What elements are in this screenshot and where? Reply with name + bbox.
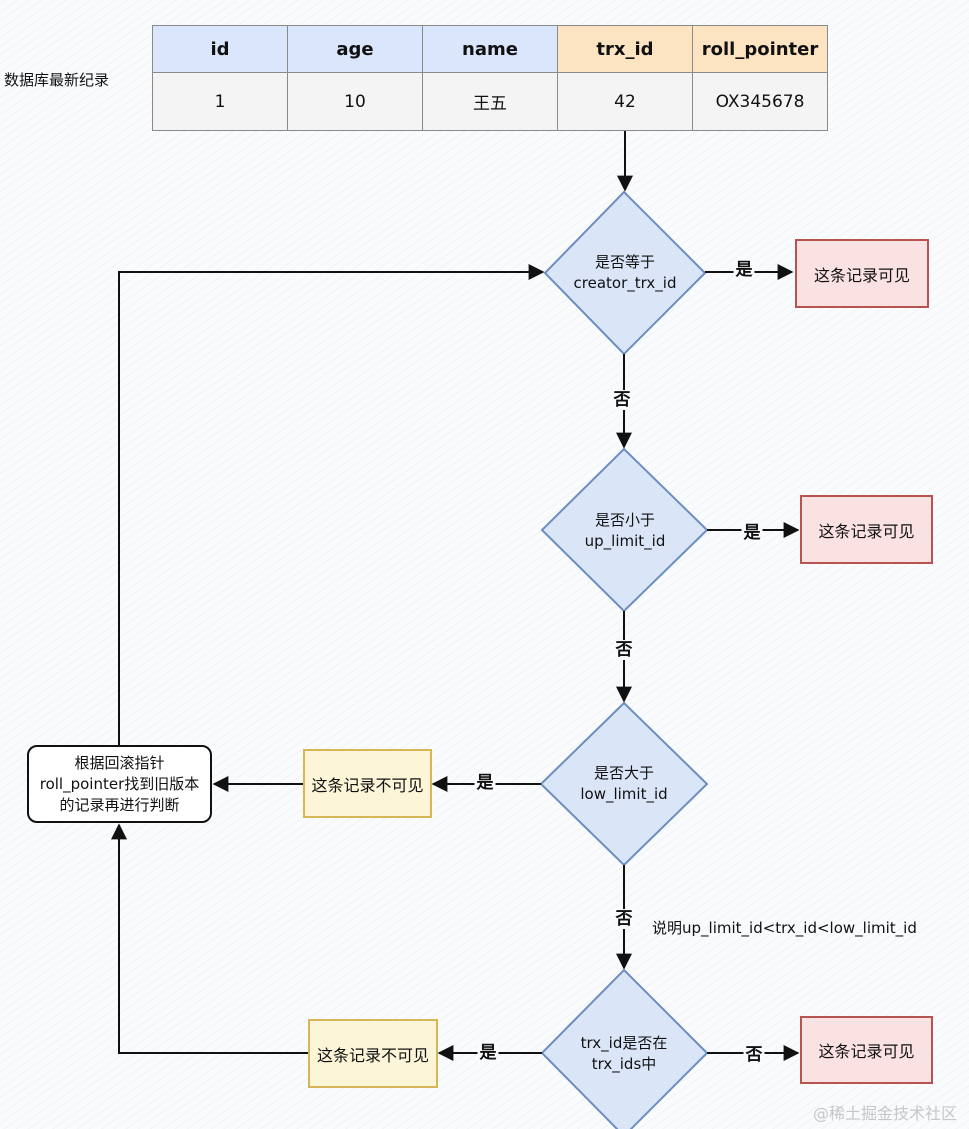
label-d2-yes: 是 [741,523,763,543]
cell-roll-pointer: OX345678 [692,72,828,131]
decision-4-line-2: trx_ids中 [591,1055,657,1073]
decision-3-line-2: low_limit_id [580,785,668,803]
decision-3-text: 是否大于 low_limit_id [580,763,667,805]
cell-age: 10 [287,72,423,131]
label-d3-yes: 是 [474,773,496,793]
watermark: @稀土掘金技术社区 [812,1104,957,1123]
label-d1-no: 否 [611,390,633,410]
column-header-age: age [287,25,423,73]
cell-id: 1 [152,72,288,131]
edge-rollback-loop [118,264,545,745]
label-d4-no: 否 [743,1045,765,1065]
result-visible-1: 这条记录可见 [795,239,929,308]
decision-1-text: 是否等于 creator_trx_id [574,252,677,294]
column-header-roll-pointer: roll_pointer [692,25,828,73]
rollback-step-line-2: roll_pointer找到旧版本 [39,774,200,793]
cell-name: 王五 [422,72,558,131]
decision-4-line-1: trx_id是否在 [580,1034,668,1052]
result-visible-3: 这条记录可见 [800,1016,933,1084]
label-d4-yes: 是 [477,1043,499,1063]
label-d2-no: 否 [613,640,635,660]
result-invisible-1: 这条记录不可见 [303,749,432,818]
record-side-label: 数据库最新纪录 [4,71,110,89]
decision-2-line-2: up_limit_id [584,532,666,550]
label-d3-no: 否 [613,909,635,929]
range-note: 说明up_limit_id<trx_id<low_limit_id [652,919,917,937]
decision-1-line-2: creator_trx_id [573,274,677,292]
record-table: id age name trx_id roll_pointer 1 10 王五 … [152,25,828,131]
column-header-name: name [422,25,558,73]
column-header-trx-id: trx_id [557,25,693,73]
decision-3-line-1: 是否大于 [593,764,654,782]
label-d1-yes: 是 [733,260,755,280]
decision-2-line-1: 是否小于 [594,511,655,529]
rollback-step-line-1: 根据回滚指针 [74,753,165,772]
decision-1-line-1: 是否等于 [594,253,656,271]
decision-4-text: trx_id是否在 trx_ids中 [581,1033,668,1075]
decision-diamond-4 [540,968,709,1129]
result-invisible-2: 这条记录不可见 [308,1019,438,1088]
decision-2-text: 是否小于 up_limit_id [585,510,666,552]
cell-trx-id: 42 [557,72,693,131]
edge-invisible2-to-rollback [111,823,308,1054]
rollback-step-box: 根据回滚指针 roll_pointer找到旧版本 的记录再进行判断 [27,745,212,823]
result-visible-2: 这条记录可见 [800,495,933,564]
rollback-step-line-3: 的记录再进行判断 [59,795,180,814]
